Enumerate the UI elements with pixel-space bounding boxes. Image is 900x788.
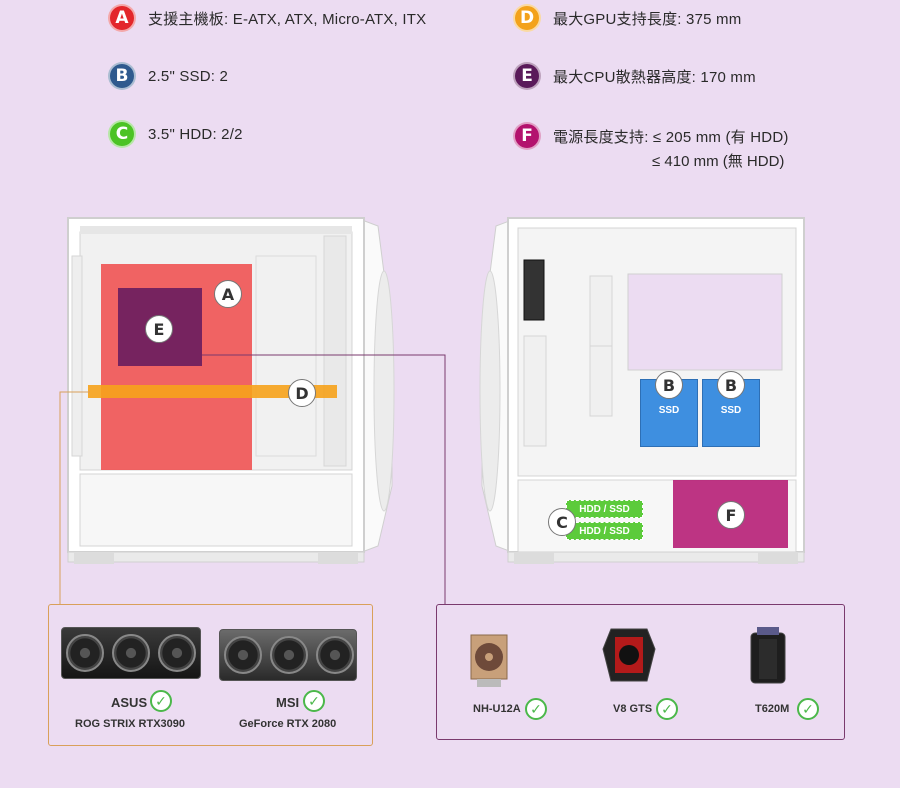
spec-hdd: C 3.5" HDD: 2/2 bbox=[108, 120, 243, 148]
gpu-brand-msi: MSI bbox=[276, 695, 300, 710]
marker-d: D bbox=[288, 379, 316, 407]
fan-icon bbox=[112, 634, 150, 672]
spec-gpu-length: D 最大GPU支持長度: 375 mm bbox=[513, 4, 741, 32]
fan-icon bbox=[270, 636, 308, 674]
check-icon: ✓ bbox=[150, 690, 172, 712]
gpu-card-msi-image bbox=[219, 629, 357, 681]
gpu-compat-panel: ASUS ✓ ROG STRIX RTX3090 MSI ✓ GeForce R… bbox=[48, 604, 373, 746]
cooler-name-nh-u12a: NH-U12A bbox=[473, 703, 521, 715]
cooler-t620m-image bbox=[750, 627, 786, 684]
spec-motherboard: A 支援主機板: E-ATX, ATX, Micro-ATX, ITX bbox=[108, 4, 426, 32]
spec-text: 最大GPU支持長度: 375 mm bbox=[553, 10, 742, 28]
badge-e-icon: E bbox=[513, 62, 541, 90]
marker-e: E bbox=[145, 315, 173, 343]
gpu-model-asus: ROG STRIX RTX3090 bbox=[75, 718, 186, 730]
spec-text: 最大CPU散熱器高度: 170 mm bbox=[553, 68, 756, 86]
spec-psu-length-no-hdd: ≤ 410 mm (無 HDD) bbox=[652, 153, 785, 170]
gpu-model-msi: GeForce RTX 2080 bbox=[239, 718, 337, 730]
gpu-brand-asus: ASUS bbox=[111, 695, 148, 710]
fan-icon bbox=[316, 636, 354, 674]
cooler-noctua-image bbox=[470, 634, 508, 687]
gpu-card-asus-image bbox=[61, 627, 201, 679]
cooler-name-t620m: T620M bbox=[755, 703, 790, 715]
check-icon: ✓ bbox=[525, 698, 547, 720]
fan-icon bbox=[158, 634, 196, 672]
spec-cpu-cooler-height: E 最大CPU散熱器高度: 170 mm bbox=[513, 62, 756, 90]
cooler-v8gts-image bbox=[602, 628, 656, 682]
marker-f: F bbox=[717, 501, 745, 529]
marker-b1: B bbox=[655, 371, 683, 399]
spec-text: 2.5" SSD: 2 bbox=[148, 67, 229, 85]
spec-text: 電源長度支持: ≤ 205 mm (有 HDD) bbox=[553, 128, 789, 146]
spec-psu-length: F 電源長度支持: ≤ 205 mm (有 HDD) bbox=[513, 122, 789, 150]
marker-a: A bbox=[214, 280, 242, 308]
badge-c-icon: C bbox=[108, 120, 136, 148]
check-icon: ✓ bbox=[303, 690, 325, 712]
spec-text: 支援主機板: E-ATX, ATX, Micro-ATX, ITX bbox=[148, 10, 427, 28]
check-icon: ✓ bbox=[656, 698, 678, 720]
badge-d-icon: D bbox=[513, 4, 541, 32]
fan-icon bbox=[224, 636, 262, 674]
fan-icon bbox=[66, 634, 104, 672]
badge-b-icon: B bbox=[108, 62, 136, 90]
badge-f-icon: F bbox=[513, 122, 541, 150]
badge-a-icon: A bbox=[108, 4, 136, 32]
cooler-name-v8gts: V8 GTS bbox=[613, 703, 653, 715]
marker-c: C bbox=[548, 508, 576, 536]
cooler-compat-panel: NH-U12A ✓ V8 GTS ✓ T620M ✓ bbox=[436, 604, 845, 740]
spec-ssd: B 2.5" SSD: 2 bbox=[108, 62, 228, 90]
check-icon: ✓ bbox=[797, 698, 819, 720]
hdd-bay-1: HDD / SSD bbox=[566, 500, 643, 518]
spec-text: 3.5" HDD: 2/2 bbox=[148, 125, 243, 143]
hdd-bay-2: HDD / SSD bbox=[566, 522, 643, 540]
marker-b2: B bbox=[717, 371, 745, 399]
